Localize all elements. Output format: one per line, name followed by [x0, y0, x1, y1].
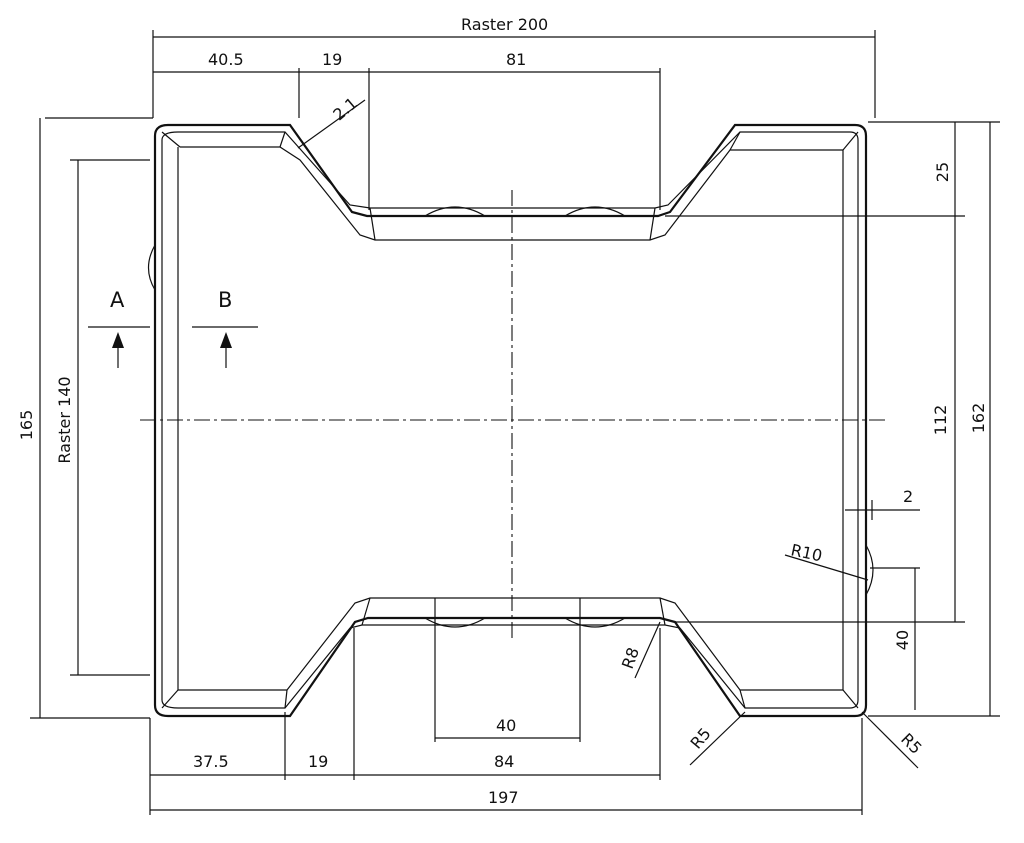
top-notch-width-label: 81	[506, 50, 526, 69]
raster-height-label: Raster 140	[55, 376, 74, 463]
notch-depth-label: 25	[933, 162, 952, 182]
overall-height-right-label: 162	[969, 403, 988, 434]
section-markers	[88, 326, 258, 368]
radius-r5-corner-label: R5	[897, 729, 925, 757]
section-a-label: A	[110, 288, 125, 312]
center-lines	[140, 190, 885, 640]
bottom-dimensions	[149, 598, 863, 815]
radius-r10-label: R10	[789, 540, 824, 565]
radius-r5-inner-label: R5	[687, 724, 715, 753]
left-dimensions	[30, 118, 150, 719]
bottom-notch-width-label: 84	[494, 752, 514, 771]
raster-width-label: Raster 200	[461, 15, 548, 34]
bottom-slope-width-label: 19	[308, 752, 328, 771]
recess-width-label: 40	[496, 716, 516, 735]
inner-height-label: 112	[931, 405, 950, 436]
right-dimensions	[634, 121, 1000, 769]
overall-height-left-label: 165	[17, 410, 36, 441]
top-slope-width-label: 19	[322, 50, 342, 69]
lower-height-label: 40	[893, 630, 912, 650]
bottom-left-width-label: 37.5	[193, 752, 229, 771]
top-left-width-label: 40.5	[208, 50, 244, 69]
wall-thickness-label: 2.1	[329, 93, 361, 124]
overall-width-label: 197	[488, 788, 519, 807]
section-b-label: B	[218, 288, 232, 312]
edge-offset-label: 2	[903, 487, 913, 506]
top-dimensions	[45, 30, 876, 210]
